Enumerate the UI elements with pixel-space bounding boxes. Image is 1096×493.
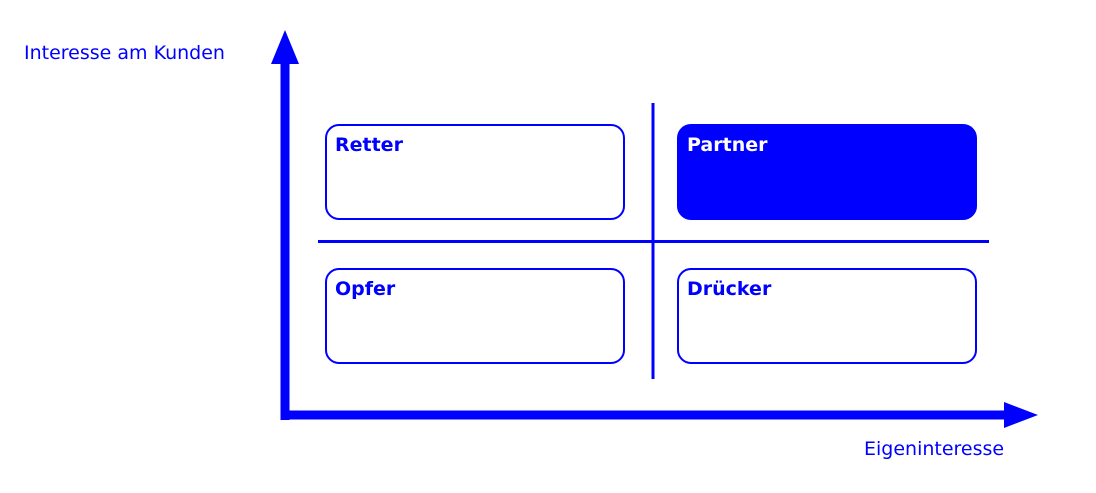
quadrant-top-right: Partner	[677, 124, 977, 220]
y-axis-arrowhead-icon	[271, 30, 299, 64]
quadrant-bottom-left: Opfer	[325, 268, 625, 364]
x-axis-label: Eigeninteresse	[864, 438, 1005, 460]
y-axis-label: Interesse am Kunden	[24, 42, 225, 64]
quadrant-label-opfer: Opfer	[335, 278, 396, 300]
quadrant-top-left: Retter	[325, 124, 625, 220]
quadrant-label-retter: Retter	[335, 134, 403, 156]
quadrant-label-druecker: Drücker	[687, 278, 772, 300]
quadrant-bottom-right: Drücker	[677, 268, 977, 364]
x-axis-arrowhead-icon	[1004, 402, 1038, 428]
quadrant-label-partner: Partner	[687, 134, 768, 156]
